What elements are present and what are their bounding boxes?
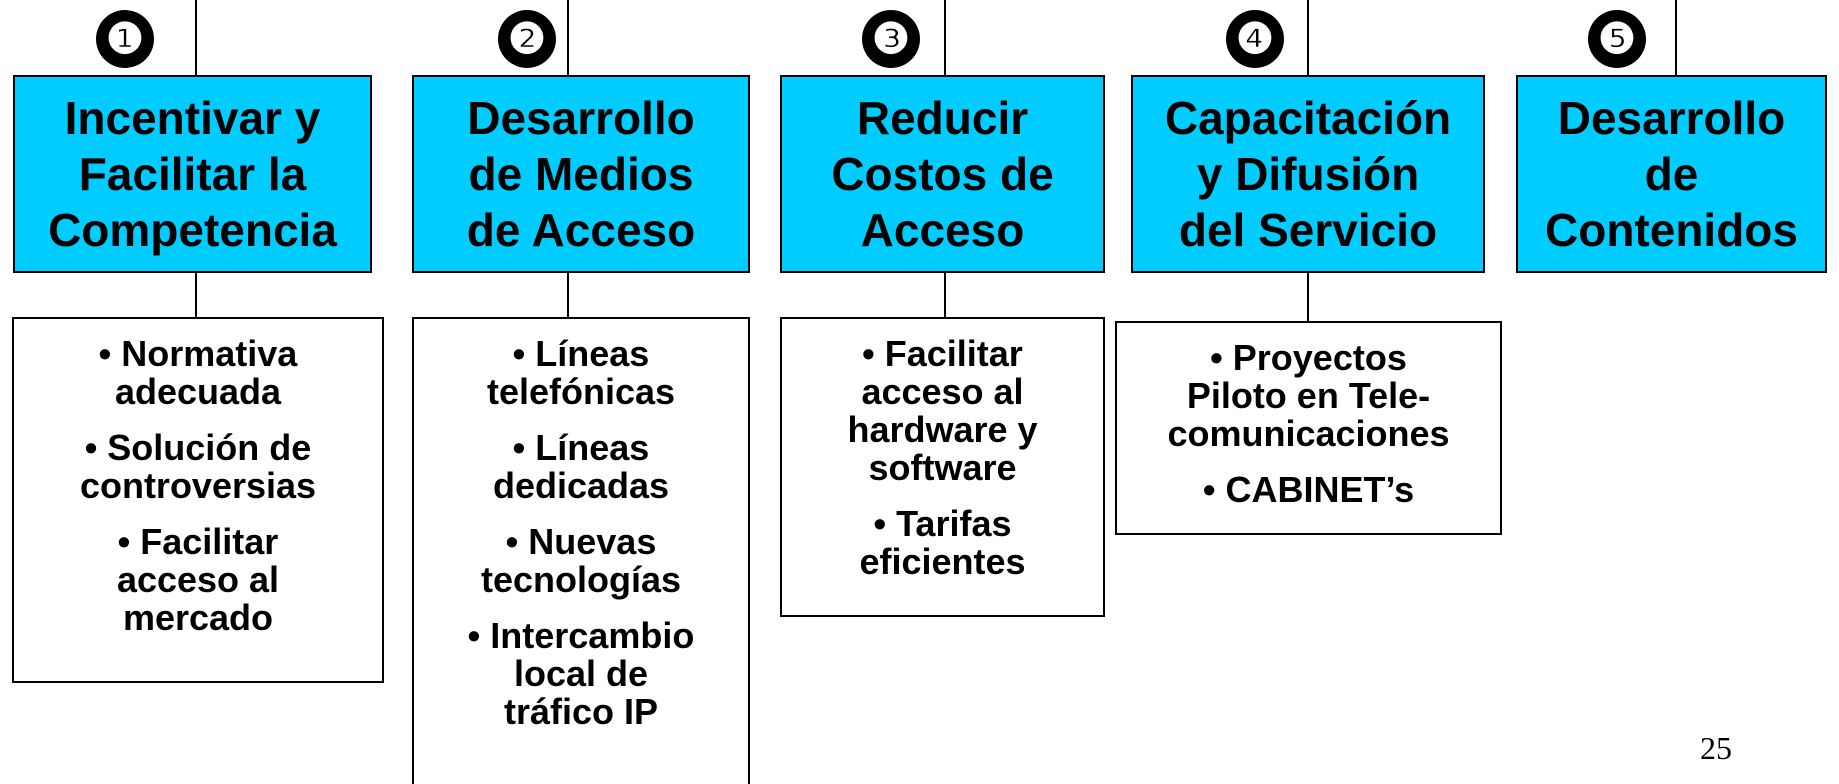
detail-connector-4 xyxy=(1307,272,1309,322)
top-connector-4 xyxy=(1307,0,1309,76)
list-item: • Tarifas eficientes xyxy=(859,503,1026,582)
top-connector-3 xyxy=(944,0,946,76)
detail-box-1: • Normativa adecuada • Solución de contr… xyxy=(12,317,384,683)
header-box-5: Desarrollo de Contenidos xyxy=(1516,75,1827,273)
top-connector-5 xyxy=(1675,0,1677,76)
step-number-2: ❷ xyxy=(498,10,556,68)
header-box-2: Desarrollo de Medios de Acceso xyxy=(412,75,750,273)
top-connector-1 xyxy=(195,0,197,76)
list-item: • Líneas dedicadas xyxy=(492,427,670,506)
list-item: • Intercambio local de tráfico IP xyxy=(467,615,695,732)
list-item: • CABINET’s xyxy=(1202,469,1415,510)
header-box-1: Incentivar y Facilitar la Competencia xyxy=(13,75,372,273)
step-number-1: ❶ xyxy=(96,10,154,68)
detail-connector-2 xyxy=(567,272,569,318)
header-box-4: Capacitación y Difusión del Servicio xyxy=(1131,75,1485,273)
detail-box-3: • Facilitar acceso al hardware y softwar… xyxy=(780,317,1105,617)
top-connector-2 xyxy=(567,0,569,76)
step-number-5: ❺ xyxy=(1588,10,1646,68)
detail-box-2: • Líneas telefónicas • Líneas dedicadas … xyxy=(412,317,750,784)
detail-connector-3 xyxy=(944,272,946,318)
list-item: • Proyectos Piloto en Tele- comunicacion… xyxy=(1167,337,1450,454)
detail-connector-1 xyxy=(195,272,197,318)
list-item: • Normativa adecuada xyxy=(98,333,298,412)
header-box-3: Reducir Costos de Acceso xyxy=(780,75,1105,273)
step-number-4: ❹ xyxy=(1226,10,1284,68)
detail-box-4: • Proyectos Piloto en Tele- comunicacion… xyxy=(1115,321,1502,535)
list-item: • Facilitar acceso al hardware y softwar… xyxy=(847,333,1038,488)
list-item: • Facilitar acceso al mercado xyxy=(116,521,280,638)
list-item: • Líneas telefónicas xyxy=(486,333,676,412)
list-item: • Solución de controversias xyxy=(79,427,317,506)
page-number: 25 xyxy=(1700,730,1732,766)
step-number-3: ❸ xyxy=(862,10,920,68)
list-item: • Nuevas tecnologías xyxy=(480,521,682,600)
